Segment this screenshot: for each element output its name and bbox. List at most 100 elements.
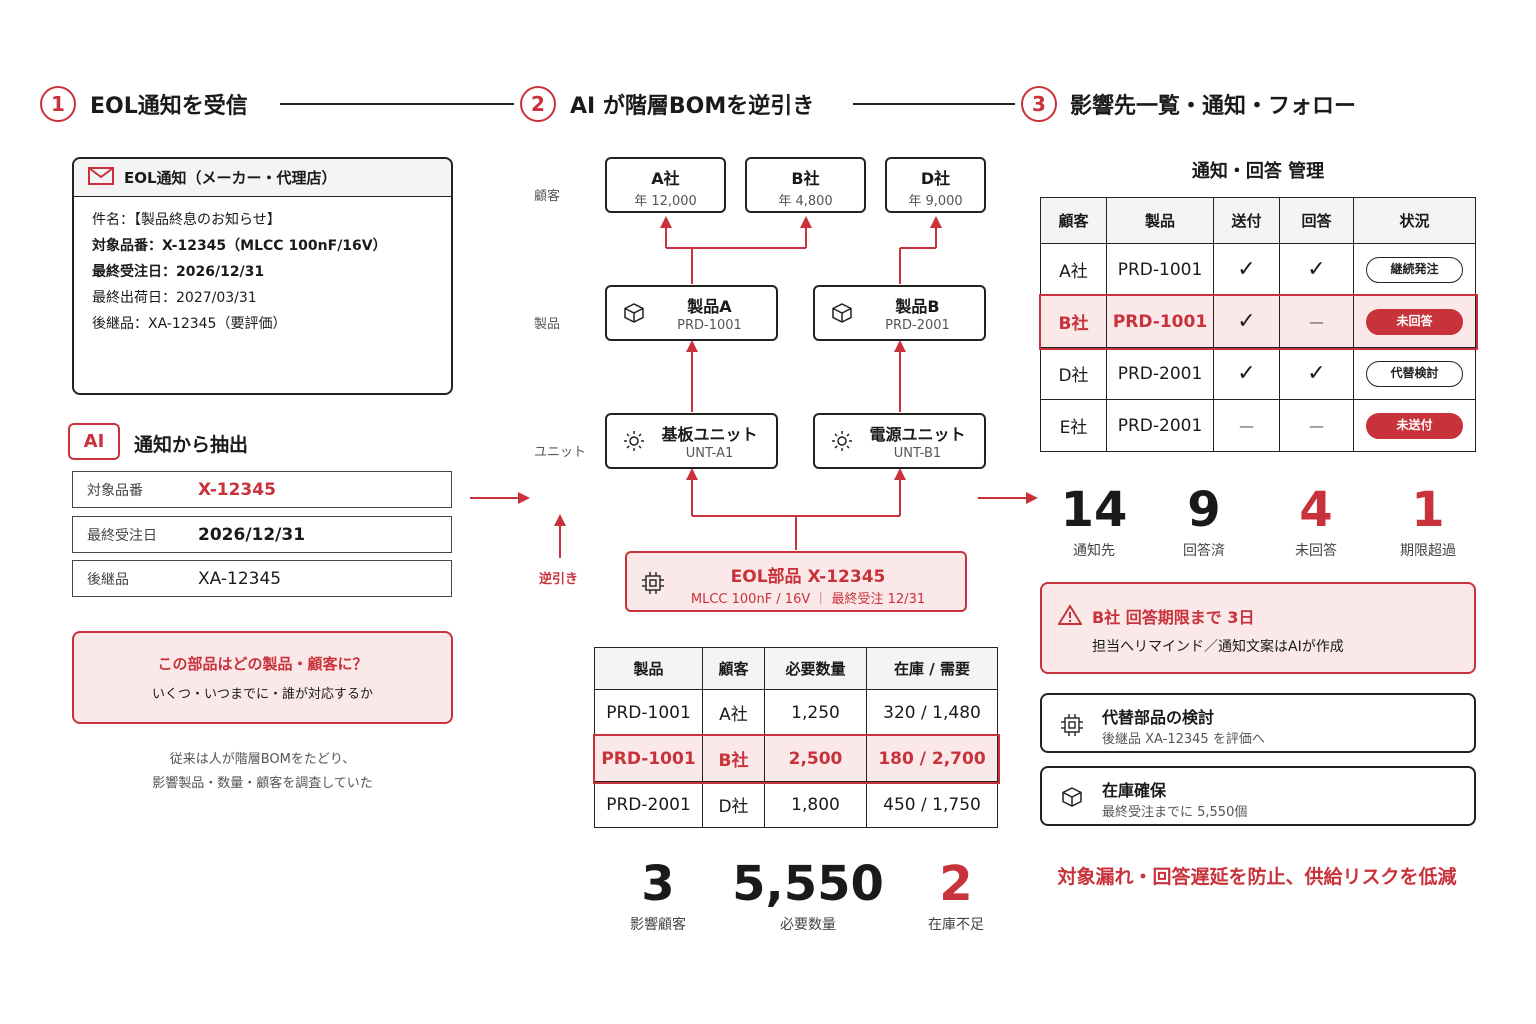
chip-icon bbox=[641, 571, 665, 599]
table-cell: PRD-1001 bbox=[1106, 243, 1214, 296]
status-badge: 継続発注 bbox=[1366, 256, 1463, 283]
stat-affected-customers: 3 影響顧客 bbox=[598, 858, 718, 934]
dash-icon: — bbox=[1279, 295, 1354, 348]
stat-label: 未回答 bbox=[1295, 543, 1337, 559]
table-row: D社 PRD-2001 ✓ ✓ 代替検討 bbox=[1040, 347, 1476, 400]
legacy-note-line: 従来は人が階層BOMをたどり、 bbox=[169, 752, 356, 767]
check-icon: ✓ bbox=[1279, 347, 1354, 400]
sun-icon bbox=[831, 430, 853, 452]
stat-required-qty: 5,550 必要数量 bbox=[728, 858, 888, 934]
table-cell: A社 bbox=[702, 689, 765, 736]
stat-replied: 9 回答済 bbox=[1154, 484, 1254, 560]
check-icon: ✓ bbox=[1213, 295, 1280, 348]
extract-label: 対象品番 bbox=[87, 482, 143, 499]
node-title: A社 bbox=[651, 169, 680, 188]
mail-icon bbox=[88, 166, 114, 189]
table-cell: 320 / 1,480 bbox=[866, 689, 998, 736]
table-cell: E社 bbox=[1040, 399, 1107, 452]
demand-table: 製品 顧客 必要数量 在庫 / 需要 PRD-1001 A社 1,250 320… bbox=[592, 647, 1000, 828]
notice-line: 件名：【製品終息のお知らせ】 bbox=[92, 212, 281, 228]
table-cell: PRD-2001 bbox=[1106, 347, 1214, 400]
extract-value: X-12345 bbox=[198, 479, 276, 500]
action-sub: 後継品 XA-12345 を評価へ bbox=[1102, 732, 1265, 747]
flow-arrow-1 bbox=[470, 492, 530, 504]
node-sub: 年 4,800 bbox=[778, 194, 833, 209]
table-header: 必要数量 bbox=[764, 647, 867, 690]
stat-label: 必要数量 bbox=[780, 917, 836, 933]
notice-line: 最終出荷日：2027/03/31 bbox=[92, 290, 257, 306]
stat-label: 在庫不足 bbox=[928, 917, 984, 933]
eol-notice-card: EOL通知（メーカー・代理店） 件名：【製品終息のお知らせ】 対象品番：X-12… bbox=[72, 157, 453, 395]
tier-label-unit: ユニット bbox=[534, 445, 587, 460]
eol-notice-header: EOL通知（メーカー・代理店） bbox=[74, 159, 451, 197]
stat-value: 9 bbox=[1187, 482, 1221, 538]
node-title: B社 bbox=[791, 169, 820, 188]
table-cell: D社 bbox=[702, 781, 765, 828]
question-sub: いくつ・いつまでに・誰が対応するか bbox=[151, 687, 373, 702]
table-cell: 180 / 2,700 bbox=[866, 735, 998, 782]
unit-node-b1: 電源ユニット UNT-B1 bbox=[813, 413, 986, 469]
extract-value: XA-12345 bbox=[198, 568, 282, 589]
notice-line: 後継品：XA-12345（要評価） bbox=[92, 316, 287, 332]
question-title: この部品はどの製品・顧客に？ bbox=[157, 655, 368, 673]
action-sub: 最終受注までに 5,550個 bbox=[1102, 805, 1248, 820]
unit-node-a1: 基板ユニット UNT-A1 bbox=[605, 413, 778, 469]
table-row-highlight: B社 PRD-1001 ✓ — 未回答 bbox=[1038, 293, 1478, 350]
node-sub: UNT-A1 bbox=[685, 446, 734, 461]
extract-label: 最終受注日 bbox=[87, 527, 157, 544]
step-connector bbox=[853, 103, 1015, 105]
action-title: 代替部品の検討 bbox=[1102, 708, 1215, 727]
sun-icon bbox=[623, 430, 645, 452]
check-icon: ✓ bbox=[1279, 243, 1354, 296]
table-header: 顧客 bbox=[702, 647, 765, 690]
table-cell: A社 bbox=[1040, 243, 1107, 296]
notice-line: 最終受注日：2026/12/31 bbox=[92, 264, 265, 280]
check-icon: ✓ bbox=[1213, 347, 1280, 400]
table-cell: PRD-1001 bbox=[594, 735, 703, 782]
dash-icon: — bbox=[1279, 399, 1354, 452]
extract-label: 後継品 bbox=[87, 571, 129, 588]
stat-unreplied: 4 未回答 bbox=[1266, 484, 1366, 560]
action-card-alternative: 代替部品の検討 後継品 XA-12345 を評価へ bbox=[1040, 693, 1476, 753]
table-header: 回答 bbox=[1279, 197, 1354, 244]
extract-title: 通知から抽出 bbox=[134, 434, 249, 456]
chip-icon bbox=[1060, 713, 1084, 741]
table-row: A社 PRD-1001 ✓ ✓ 継続発注 bbox=[1040, 243, 1476, 296]
step-3-number: 3 bbox=[1021, 86, 1057, 122]
table-cell: 2,500 bbox=[764, 735, 867, 782]
legacy-note: 従来は人が階層BOMをたどり、 影響製品・数量・顧客を調査していた bbox=[72, 748, 453, 796]
notify-title: 通知・回答 管理 bbox=[1191, 161, 1325, 182]
stat-value: 3 bbox=[641, 856, 675, 912]
table-row: PRD-2001 D社 1,800 450 / 1,750 bbox=[594, 781, 998, 828]
table-cell: B社 bbox=[702, 735, 765, 782]
table-cell: D社 bbox=[1040, 347, 1107, 400]
stat-label: 回答済 bbox=[1183, 543, 1225, 559]
eol-part-sub: MLCC 100nF / 16V ｜ 最終受注 12/31 bbox=[690, 592, 926, 607]
eol-part-node: EOL部品 X-12345 MLCC 100nF / 16V ｜ 最終受注 12… bbox=[625, 551, 967, 612]
eol-part-title: EOL部品 X-12345 bbox=[730, 567, 886, 587]
action-card-stock: 在庫確保 最終受注までに 5,550個 bbox=[1040, 766, 1476, 826]
alert-title: B社 回答期限まで 3日 bbox=[1092, 608, 1255, 627]
stat-stock-shortage: 2 在庫不足 bbox=[896, 858, 1016, 934]
conclusion-text: 対象漏れ・回答遅延を防止、供給リスクを低減 bbox=[1057, 866, 1457, 888]
table-cell: PRD-1001 bbox=[1106, 295, 1214, 348]
table-cell: PRD-1001 bbox=[594, 689, 703, 736]
node-sub: 年 12,000 bbox=[634, 194, 697, 209]
step-connector bbox=[280, 103, 514, 105]
step-3-title: 影響先一覧・通知・フォロー bbox=[1070, 94, 1357, 119]
node-title: D社 bbox=[920, 169, 951, 188]
bom-connectors bbox=[660, 216, 942, 550]
customer-node-d: D社 年 9,000 bbox=[885, 157, 986, 213]
notify-table: 顧客 製品 送付 回答 状況 A社 PRD-1001 ✓ ✓ 継続発注 B社 P… bbox=[1038, 197, 1478, 452]
tier-label-customer: 顧客 bbox=[534, 189, 561, 204]
step-1-number: 1 bbox=[40, 86, 76, 122]
table-header: 製品 bbox=[594, 647, 703, 690]
step-2-title: AI が階層BOMを逆引き bbox=[570, 94, 815, 119]
deadline-alert: B社 回答期限まで 3日 担当へリマインド／通知文案はAIが作成 bbox=[1040, 582, 1476, 674]
node-title: 電源ユニット bbox=[869, 425, 966, 444]
stat-label: 通知先 bbox=[1073, 543, 1115, 559]
stat-notified: 14 通知先 bbox=[1044, 484, 1144, 560]
check-icon: ✓ bbox=[1213, 243, 1280, 296]
legacy-note-line: 影響製品・数量・顧客を調査していた bbox=[152, 776, 373, 791]
step-2-number: 2 bbox=[520, 86, 556, 122]
